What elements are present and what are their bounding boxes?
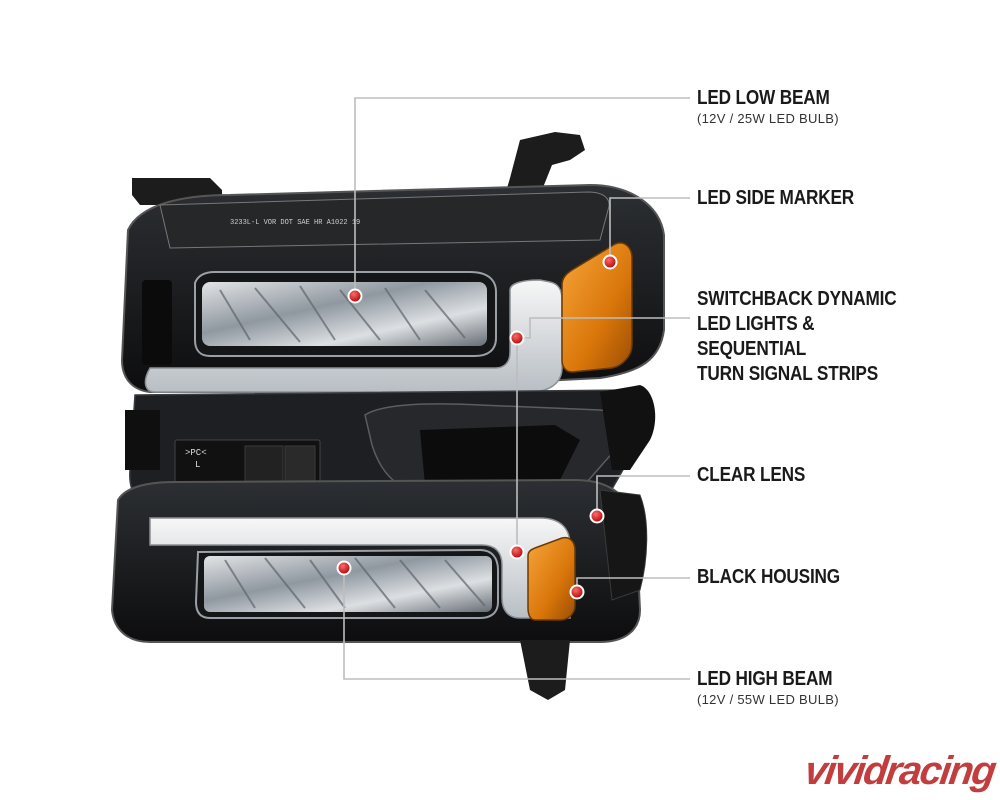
label-title: LED LOW BEAM <box>697 87 830 109</box>
label-led-high-beam: LED HIGH BEAM (12V / 55W LED BULB) <box>697 667 854 708</box>
lower-housing <box>110 478 648 643</box>
label-title: CLEAR LENS <box>697 464 806 486</box>
label-line: SWITCHBACK DYNAMIC <box>697 288 897 310</box>
label-title: BLACK HOUSING <box>697 566 841 588</box>
label-led-low-beam: LED LOW BEAM (12V / 25W LED BULB) <box>697 86 851 127</box>
label-led-side-marker: LED SIDE MARKER <box>697 186 880 211</box>
label-title: LED HIGH BEAM <box>697 668 833 690</box>
watermark-logo: vividracing <box>801 749 998 793</box>
label-black-housing: BLACK HOUSING <box>697 565 863 590</box>
housing-tag-line-1: >PC< <box>185 448 207 458</box>
label-clear-lens: CLEAR LENS <box>697 463 823 488</box>
housing-stamp: 3233L-L VOR DOT SAE HR A1022 19 <box>230 219 360 227</box>
bottom-mount <box>520 640 570 700</box>
label-switchback: SWITCHBACK DYNAMIC LED LIGHTS & SEQUENTI… <box>697 287 929 387</box>
label-subtitle: (12V / 25W LED BULB) <box>697 111 839 126</box>
label-line: LED LIGHTS & <box>697 313 815 335</box>
label-line: TURN SIGNAL STRIPS <box>697 363 879 385</box>
label-subtitle: (12V / 55W LED BULB) <box>697 692 839 707</box>
callout-dots <box>336 254 618 600</box>
housing-tag-line-2: L <box>195 460 200 470</box>
label-line: SEQUENTIAL <box>697 338 807 360</box>
label-title: LED SIDE MARKER <box>697 187 855 209</box>
upper-housing: 3233L-L VOR DOT SAE HR A1022 19 <box>120 183 665 393</box>
